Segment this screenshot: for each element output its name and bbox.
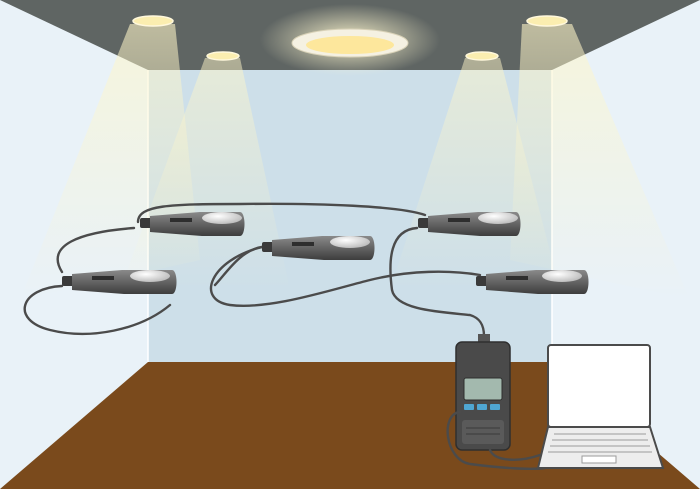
cable bbox=[446, 410, 547, 470]
spotlight-icon bbox=[526, 15, 568, 27]
laptop-screen bbox=[547, 344, 651, 428]
sensor-cables bbox=[23, 202, 486, 338]
illuminance-sensor-icon bbox=[62, 270, 177, 294]
cable bbox=[56, 226, 136, 274]
laptop-keyboard bbox=[536, 426, 665, 469]
meter-cables bbox=[446, 410, 547, 470]
meter-button bbox=[464, 404, 474, 410]
spotlight-icon bbox=[206, 51, 240, 61]
meter-button bbox=[490, 404, 500, 410]
cable bbox=[209, 245, 482, 307]
floor bbox=[0, 362, 700, 489]
cable bbox=[389, 226, 486, 338]
ceiling-light-icon bbox=[291, 28, 409, 58]
meter-display bbox=[463, 377, 503, 401]
illuminance-sensor-icon bbox=[476, 270, 589, 294]
illuminance-sensor-icon bbox=[140, 212, 245, 236]
cable bbox=[136, 202, 427, 224]
sensors bbox=[62, 212, 589, 294]
cable bbox=[213, 245, 264, 287]
illuminance-sensor-icon bbox=[418, 212, 521, 236]
lamps bbox=[132, 15, 568, 61]
illuminance-sensor-icon bbox=[262, 236, 375, 260]
multi-channel-lux-meter-icon bbox=[455, 334, 511, 451]
spotlight-icon bbox=[132, 15, 174, 27]
spotlight-beam bbox=[510, 24, 690, 300]
cable bbox=[23, 284, 172, 336]
spotlight-icon bbox=[465, 51, 499, 61]
cable bbox=[488, 448, 542, 461]
laptop-icon bbox=[536, 344, 665, 469]
meter-button bbox=[477, 404, 487, 410]
